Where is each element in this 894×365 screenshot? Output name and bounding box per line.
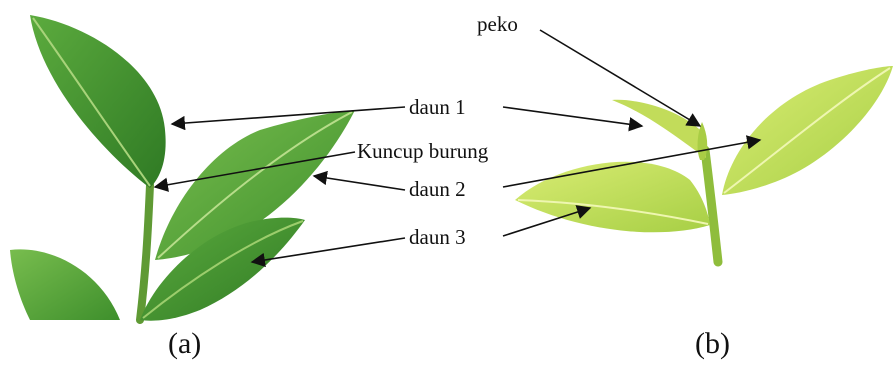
label-peko: peko <box>477 12 518 36</box>
arrow-daun1-left <box>172 107 405 124</box>
label-daun1: daun 1 <box>409 95 466 119</box>
arrow-daun1-right <box>503 107 642 126</box>
stem-a <box>140 185 150 320</box>
leaf-b-daun1 <box>612 100 706 158</box>
arrow-peko <box>540 30 700 126</box>
label-daun3: daun 3 <box>409 225 466 249</box>
leaf-a-bottom <box>10 249 120 320</box>
panel-label-a: (a) <box>168 327 201 360</box>
label-daun2: daun 2 <box>409 177 466 201</box>
leaf-b-peko <box>698 122 708 160</box>
plant-a <box>10 15 355 321</box>
plant-b <box>515 66 893 262</box>
arrow-daun2-left <box>314 176 405 190</box>
label-kuncup-burung: Kuncup burung <box>357 139 489 163</box>
stem-b <box>705 150 718 262</box>
panel-label-b: (b) <box>695 327 730 360</box>
leaf-b-daun3 <box>515 162 710 233</box>
